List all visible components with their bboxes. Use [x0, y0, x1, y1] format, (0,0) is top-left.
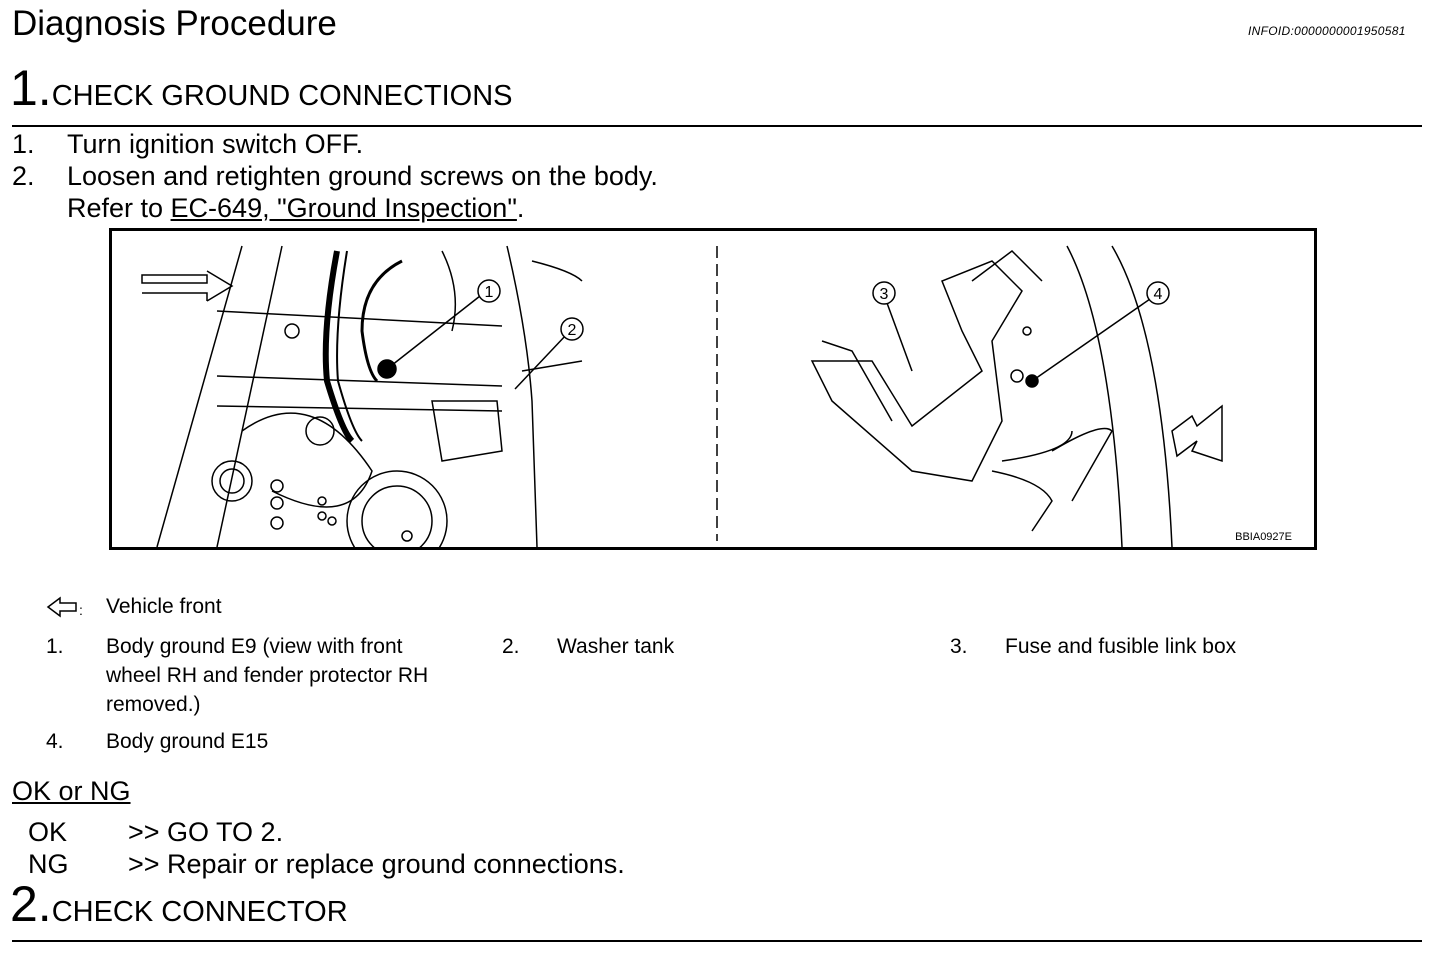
- legend-number: 3.: [950, 635, 968, 658]
- figure-code: BBIA0927E: [1235, 531, 1292, 543]
- legend-vehicle-front: : Vehicle front: [46, 592, 222, 621]
- legend-text: wheel RH and fender protector RH: [106, 664, 429, 687]
- step-2-heading: 2. CHECK CONNECTOR: [10, 878, 348, 930]
- ground-location-figure: 1 2 4 3 BBIA0927E: [109, 228, 1317, 550]
- result-ng-row: NG >> Repair or replace ground connection…: [28, 848, 625, 880]
- step-1-number: 1.: [10, 60, 52, 116]
- result-code: OK: [28, 817, 68, 847]
- divider: [12, 940, 1422, 942]
- step-2-number: 2.: [10, 876, 52, 932]
- legend-item-2: 2. Washer tank: [502, 632, 674, 661]
- instruction-text: Loosen and retighten ground screws on th…: [67, 161, 658, 191]
- instruction-2: 2. Loosen and retighten ground screws on …: [12, 160, 658, 192]
- info-id: INFOID:0000000001950581: [1248, 24, 1406, 38]
- instruction-number: 1.: [12, 129, 35, 159]
- divider: [12, 125, 1422, 127]
- result-action: >> GO TO 2.: [128, 817, 284, 847]
- legend-number: 4.: [46, 730, 64, 753]
- legend-text: Body ground E15: [106, 730, 269, 753]
- instruction-number: 2.: [12, 161, 35, 191]
- result-code: NG: [28, 849, 69, 879]
- instruction-text: Turn ignition switch OFF.: [67, 129, 364, 159]
- legend-text: Fuse and fusible link box: [1005, 635, 1237, 658]
- callout-4: 4: [1154, 286, 1163, 303]
- callout-1: 1: [485, 284, 494, 301]
- step-1-title: CHECK GROUND CONNECTIONS: [51, 80, 513, 112]
- vehicle-front-arrow-icon: :: [46, 596, 83, 618]
- legend-item-4: 4. Body ground E15: [46, 727, 268, 756]
- refer-suffix: .: [516, 193, 525, 223]
- result-ok-row: OK >> GO TO 2.: [28, 816, 283, 848]
- step-2-title: CHECK CONNECTOR: [51, 896, 348, 928]
- legend-number: 1.: [46, 635, 64, 658]
- legend-item-1: 1. Body ground E9 (view with front wheel…: [46, 632, 428, 719]
- result-heading: OK or NG: [12, 776, 131, 806]
- engine-bay-illustration: 1 2 4 3: [141, 245, 1223, 547]
- refer-line: Refer to EC-649, "Ground Inspection".: [67, 192, 524, 224]
- page-title: Diagnosis Procedure: [12, 4, 337, 43]
- legend-number: 2.: [502, 635, 520, 658]
- svg-text::: :: [79, 602, 83, 618]
- ground-inspection-link[interactable]: EC-649, "Ground Inspection": [170, 193, 517, 223]
- result-action: >> Repair or replace ground connections.: [128, 849, 625, 879]
- vehicle-front-label: Vehicle front: [106, 595, 222, 618]
- callout-3: 3: [880, 286, 889, 303]
- legend-item-3: 3. Fuse and fusible link box: [950, 632, 1236, 661]
- legend-text: Washer tank: [557, 635, 675, 658]
- legend-text: Body ground E9 (view with front: [106, 635, 403, 658]
- refer-prefix: Refer to: [67, 193, 171, 223]
- step-1-heading: 1. CHECK GROUND CONNECTIONS: [10, 62, 513, 114]
- instruction-1: 1. Turn ignition switch OFF.: [12, 128, 363, 160]
- legend-text: removed.): [106, 693, 201, 716]
- callout-2: 2: [568, 322, 577, 339]
